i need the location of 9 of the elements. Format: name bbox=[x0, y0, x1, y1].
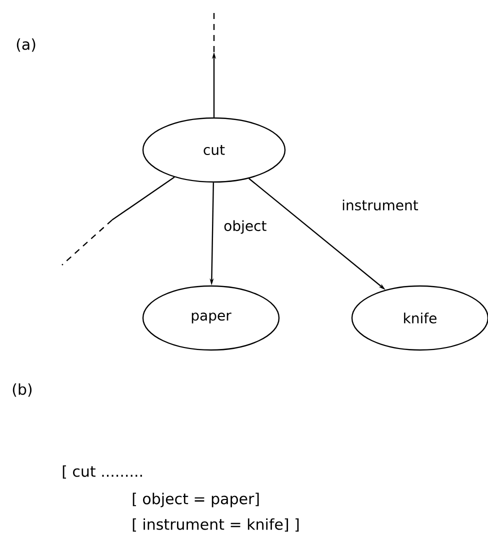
edge-label: object bbox=[224, 220, 266, 234]
ellipse-node: paper bbox=[142, 285, 280, 351]
text-label: (b) bbox=[12, 383, 32, 397]
text-label: (a) bbox=[16, 38, 36, 52]
text-label: [ instrument = knife] ] bbox=[132, 518, 299, 532]
ellipse-node: cut bbox=[142, 117, 286, 183]
text-label: [ object = paper] bbox=[132, 492, 259, 508]
text-label: [ cut ......... bbox=[62, 465, 142, 479]
edge-label: instrument bbox=[342, 200, 418, 210]
